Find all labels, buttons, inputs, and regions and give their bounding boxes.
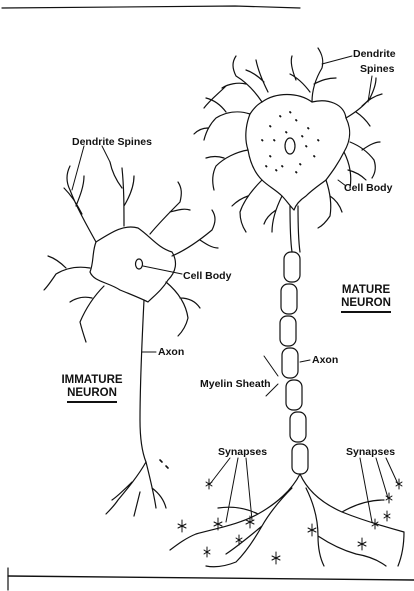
immature-soma: [90, 227, 175, 302]
mature-soma: [246, 95, 350, 211]
synapses-right-leaders: [360, 458, 398, 522]
immature-title-line1: IMMATURE: [61, 374, 122, 386]
mature-title-line1: MATURE: [342, 284, 390, 296]
bottom-border-line: [8, 576, 414, 580]
mature-title-line2: NEURON: [341, 297, 391, 313]
myelin-leader: [264, 356, 278, 396]
immature-axon-label: Axon: [158, 346, 184, 358]
immature-cell-body-label: Cell Body: [183, 270, 231, 282]
mature-nucleus: [285, 138, 295, 154]
immature-neuron-title: IMMATURE NEURON: [52, 374, 132, 403]
immature-axon: [140, 300, 146, 462]
immature-dendrite-spines-label: Dendrite Spines: [72, 136, 152, 148]
mature-cell-body-label: Cell Body: [344, 182, 392, 194]
mature-axon-label: Axon: [312, 354, 338, 366]
synapses-left-label: Synapses: [218, 446, 267, 458]
top-border-line: [2, 6, 300, 8]
myelin-sheath-label: Myelin Sheath: [200, 378, 271, 390]
dendrite-leader: [322, 56, 352, 64]
mature-dendrite-label: Dendrite: [353, 48, 396, 60]
mature-spines-label: Spines: [360, 63, 394, 75]
synapses-left-leaders: [210, 458, 252, 522]
mature-axon-leader: [300, 360, 310, 362]
immature-neuron: [44, 162, 218, 516]
immature-nucleus: [136, 259, 143, 269]
immature-title-line2: NEURON: [67, 387, 117, 403]
synapses-right-label: Synapses: [346, 446, 395, 458]
mature-neuron-title: MATURE NEURON: [326, 284, 406, 313]
immature-cellbody-leader: [143, 266, 182, 274]
spines-dots: [262, 112, 319, 173]
myelin-sheath: [280, 252, 308, 474]
mature-axon-upper: [290, 206, 300, 252]
dendrite-spines-leader: [72, 146, 110, 190]
